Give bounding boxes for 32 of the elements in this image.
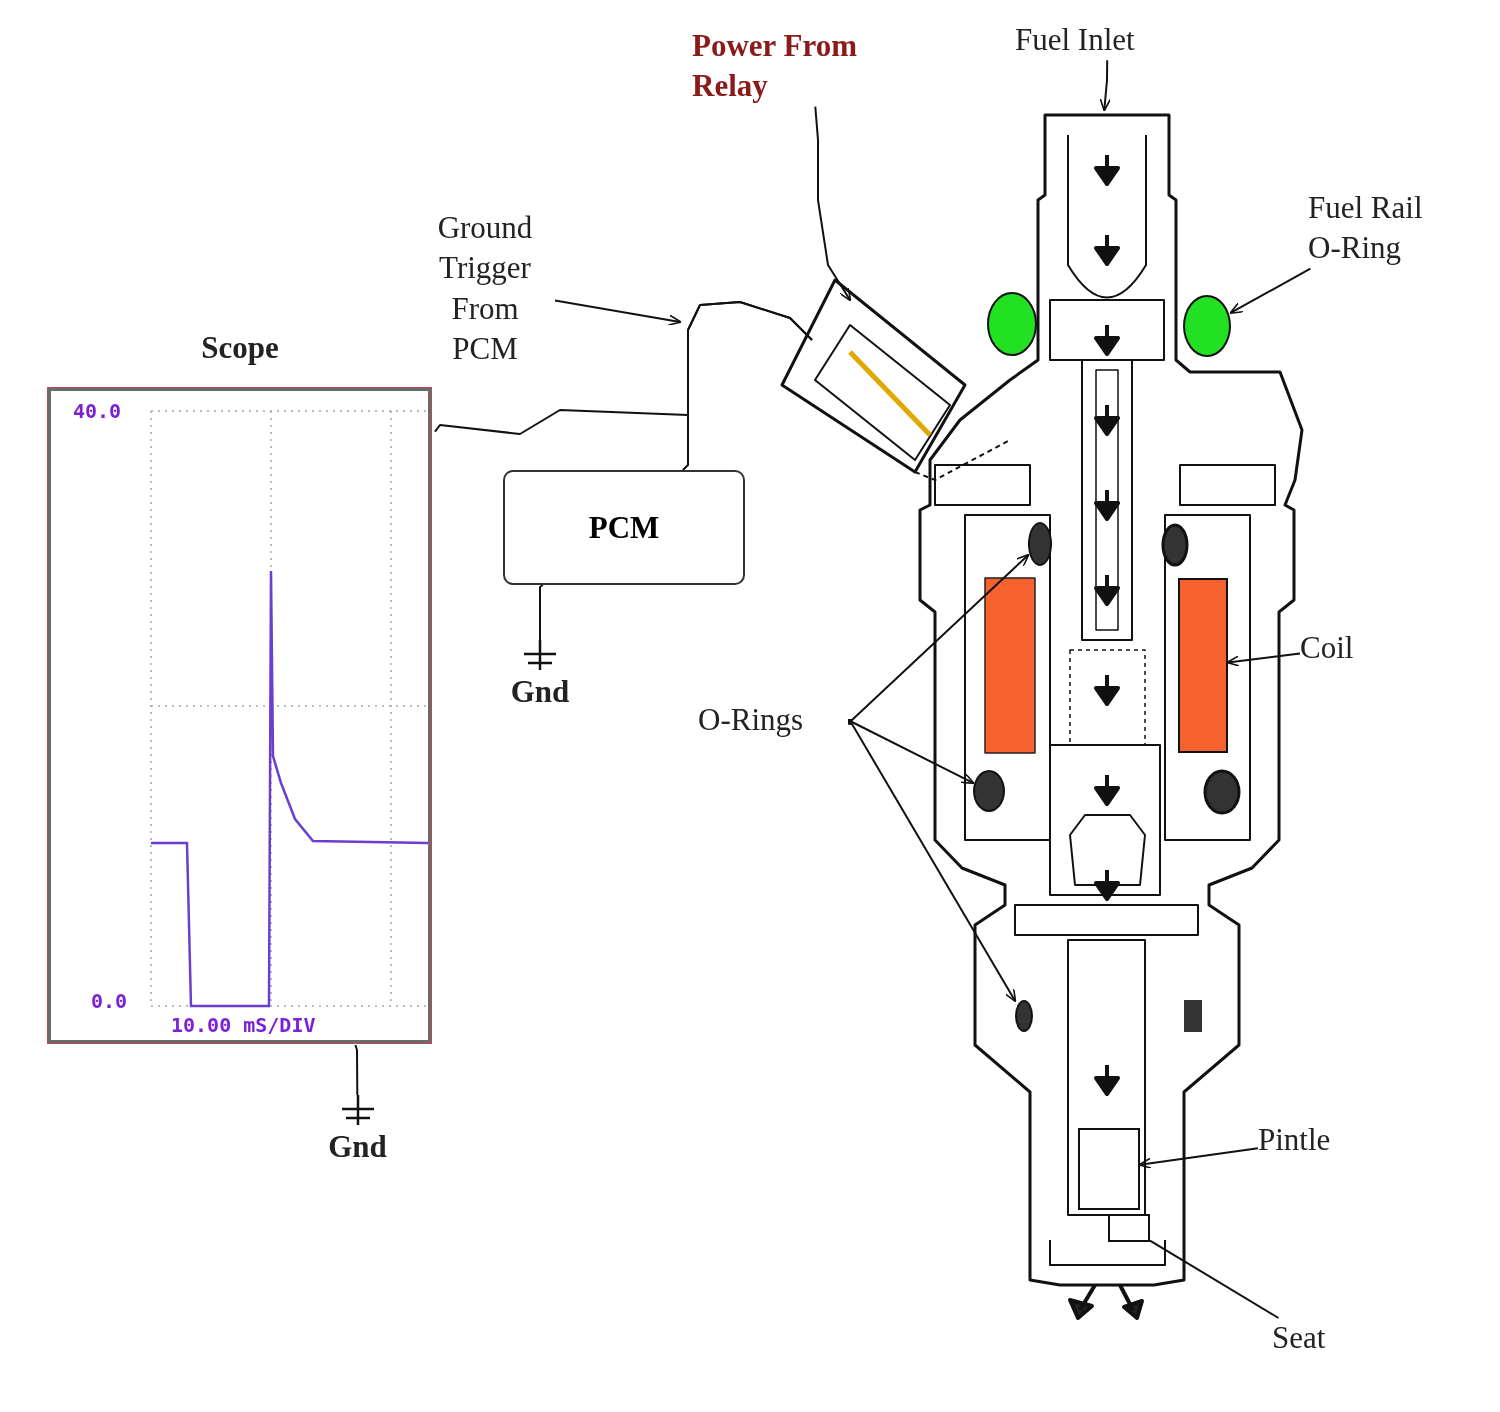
scope-scale-label: 0.0 (91, 989, 128, 1013)
pintle (1078, 1128, 1140, 1210)
ground-label: Gnd (509, 674, 571, 710)
valve-seat (1108, 1214, 1150, 1242)
scope-scale-label: 10.00 mS/DIV (171, 1013, 316, 1037)
leader-line (1226, 652, 1301, 667)
leader-line (847, 722, 1017, 1003)
leader-line (1229, 267, 1312, 314)
leader-line (1149, 1239, 1280, 1319)
part-label: Fuel Rail O-Ring (1308, 188, 1458, 269)
wire (539, 584, 544, 641)
part-label: Pintle (1258, 1120, 1373, 1161)
part-label: Coil (1300, 628, 1390, 669)
part-label: O-Rings (698, 700, 848, 741)
scope-title: Scope (200, 330, 280, 366)
signal-label: Power From Relay (692, 26, 932, 107)
wire (354, 1044, 359, 1096)
o-ring (1183, 295, 1231, 357)
wire-arrow (814, 105, 852, 302)
leader-line (847, 553, 1030, 721)
inlet-label: Fuel Inlet (1015, 20, 1200, 61)
scope-scale-label: 40.0 (73, 399, 122, 423)
ground-label: Gnd (327, 1129, 388, 1165)
leader-line (847, 720, 975, 785)
leader-line (554, 299, 682, 326)
leader-line (1138, 1147, 1259, 1169)
coil (1178, 578, 1228, 753)
leader-line (1099, 59, 1112, 112)
wire (681, 301, 813, 471)
part-label: Seat (1272, 1318, 1352, 1359)
signal-label: Ground Trigger From PCM (415, 208, 555, 370)
controller-box: PCM (503, 470, 745, 585)
